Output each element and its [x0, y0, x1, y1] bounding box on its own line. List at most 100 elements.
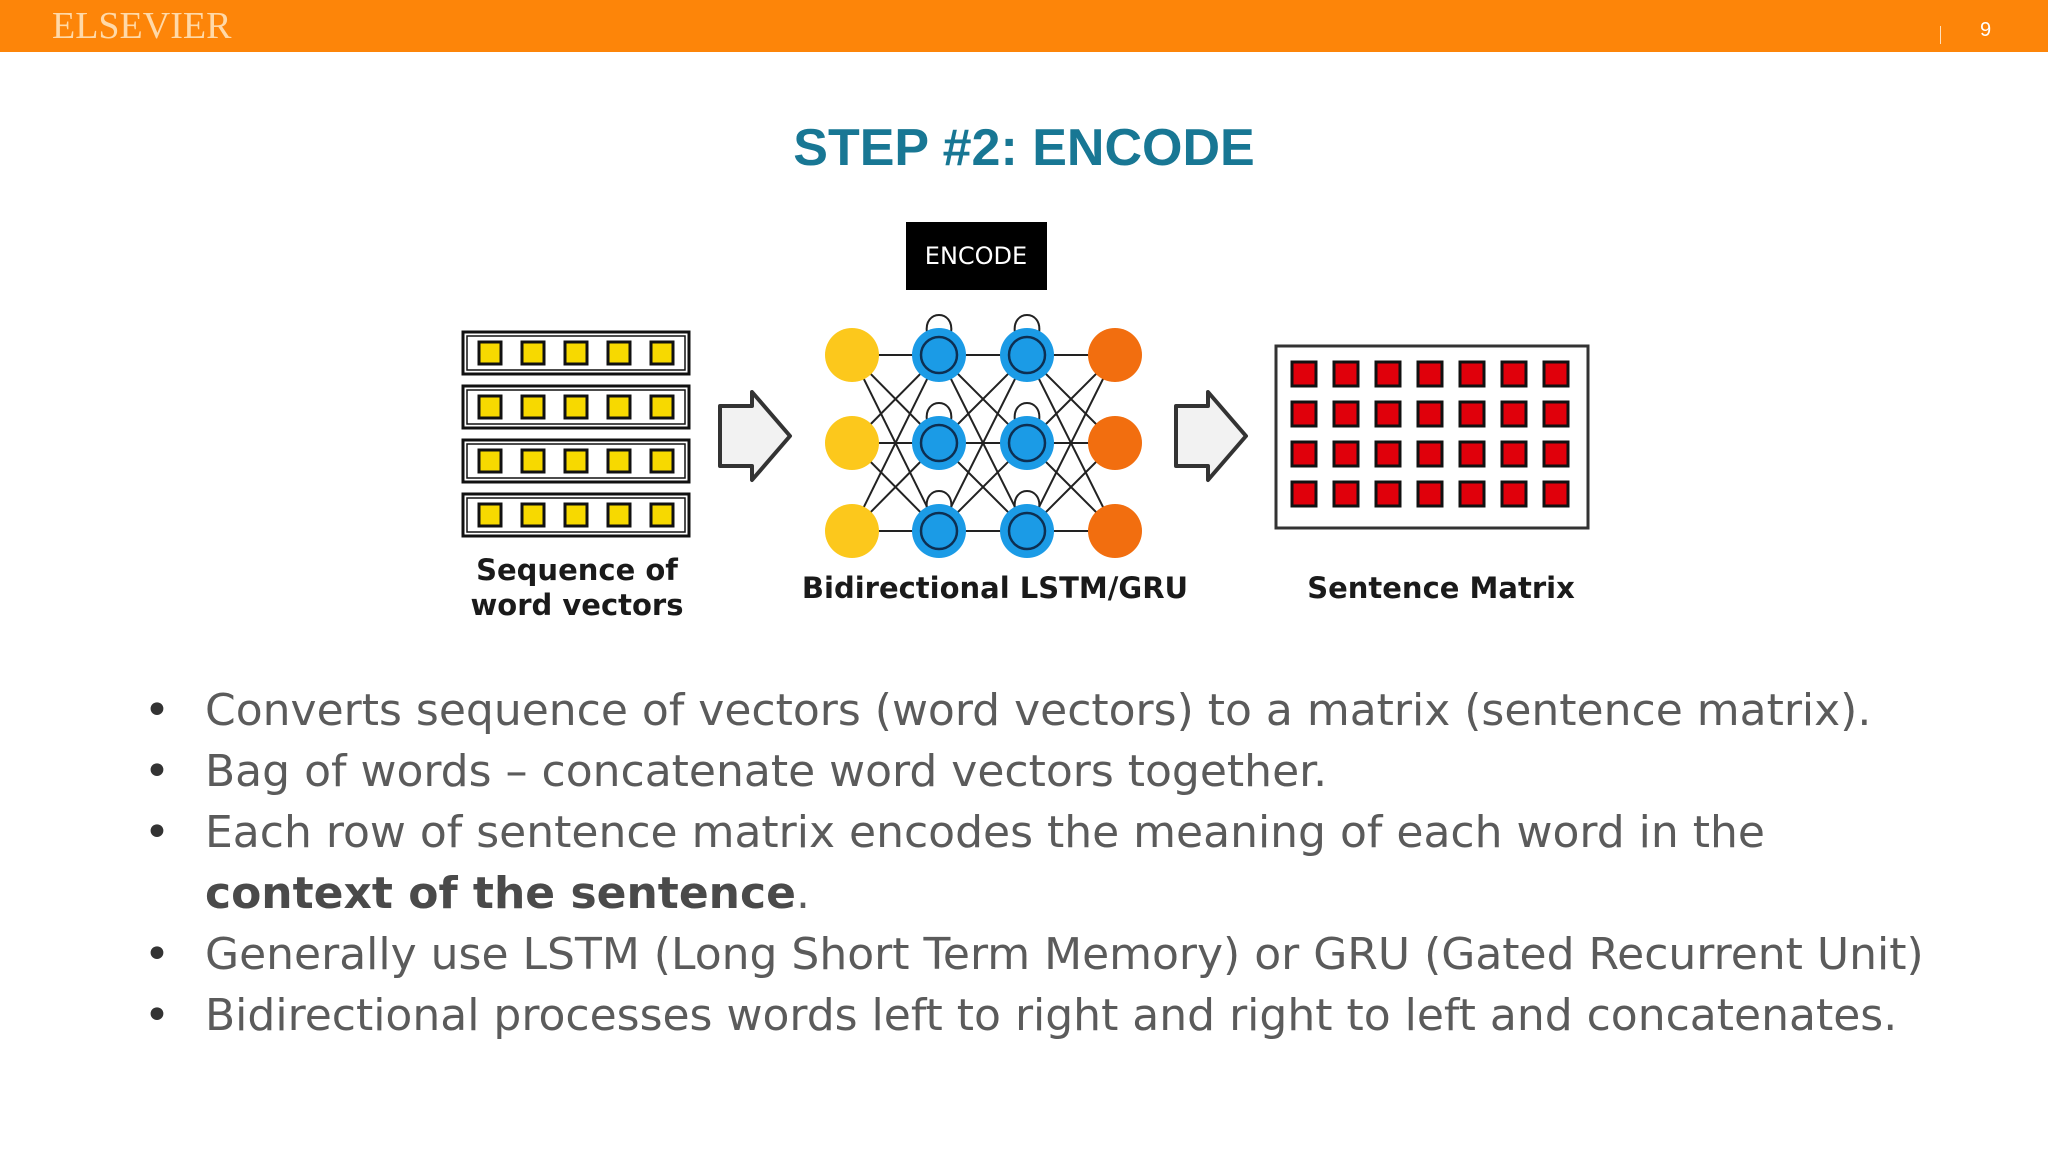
recurrent-loop: [1013, 490, 1041, 510]
input-node: [825, 504, 879, 558]
publisher-logo: ELSEVIER: [52, 5, 232, 47]
recurrent-loop: [1013, 314, 1041, 334]
bullet-text-end: .: [795, 868, 810, 919]
sentence-matrix-cell: [1500, 400, 1528, 428]
word-vector-cell: [606, 340, 632, 366]
bullet-text: Bidirectional processes words left to ri…: [205, 990, 1898, 1041]
hidden-node-ring: [1007, 511, 1047, 551]
sentence-matrix-cell: [1290, 400, 1318, 428]
bullet-item: • Bidirectional processes words left to …: [140, 985, 1960, 1046]
bullet-list: • Converts sequence of vectors (word vec…: [140, 680, 1960, 1046]
hidden-node-ring: [919, 423, 959, 463]
recurrent-loop: [925, 314, 953, 334]
word-vector-cell: [649, 448, 675, 474]
bullet-dot: •: [144, 807, 170, 858]
header-bar: ELSEVIER 9: [0, 0, 2048, 52]
bullet-dot: •: [144, 990, 170, 1041]
arrow-right-icon: [718, 390, 792, 482]
input-node: [825, 416, 879, 470]
sentence-matrix-cell: [1332, 360, 1360, 388]
network-connection: [851, 354, 940, 532]
bidirectional-network: [825, 314, 1142, 558]
sentence-matrix-cell: [1458, 480, 1486, 508]
recurrent-loop: [925, 402, 953, 422]
bullet-item: • Each row of sentence matrix encodes th…: [140, 802, 1960, 924]
word-vector-cell: [563, 448, 589, 474]
bullet-text: Converts sequence of vectors (word vecto…: [205, 685, 1872, 736]
sentence-matrix-cell: [1416, 360, 1444, 388]
word-vector-cell: [477, 502, 503, 528]
word-vector-cell: [477, 340, 503, 366]
sentence-matrix-cell: [1374, 360, 1402, 388]
sentence-matrix-cell: [1542, 440, 1570, 468]
sentence-matrix-cell: [1332, 480, 1360, 508]
bullet-item: • Converts sequence of vectors (word vec…: [140, 680, 1960, 741]
page-number: 9: [1980, 19, 1992, 41]
sentence-matrix-cell: [1374, 440, 1402, 468]
bullet-emphasis: context of the sentence: [205, 868, 796, 919]
word-vector-cell: [563, 394, 589, 420]
sentence-matrix-cell: [1416, 480, 1444, 508]
arrow-right-icon: [1174, 390, 1248, 482]
word-vector-cell: [520, 340, 546, 366]
sentence-matrix-cell: [1458, 400, 1486, 428]
bullet-dot: •: [144, 746, 170, 797]
word-vector-cell: [606, 502, 632, 528]
bullet-item: • Generally use LSTM (Long Short Term Me…: [140, 924, 1960, 985]
sentence-matrix-cell: [1500, 440, 1528, 468]
word-vector-cell: [520, 394, 546, 420]
recurrent-loop: [1013, 402, 1041, 422]
bullet-dot: •: [144, 685, 170, 736]
sentence-matrix-cell: [1500, 480, 1528, 508]
sentence-matrix-cell: [1374, 480, 1402, 508]
sentence-matrix-cell: [1458, 440, 1486, 468]
bullet-item: • Bag of words – concatenate word vector…: [140, 741, 1960, 802]
bullet-text: Bag of words – concatenate word vectors …: [205, 746, 1328, 797]
word-vector-cell: [606, 448, 632, 474]
sentence-matrix-cell: [1542, 400, 1570, 428]
hidden-node-ring: [1007, 335, 1047, 375]
bullet-dot: •: [144, 929, 170, 980]
sentence-matrix-cell: [1416, 440, 1444, 468]
sentence-matrix-cell: [1500, 360, 1528, 388]
sentence-matrix-cell: [1332, 400, 1360, 428]
output-node: [1088, 504, 1142, 558]
word-vector-cell: [477, 448, 503, 474]
sentence-matrix-cell: [1416, 400, 1444, 428]
stage-label-network: Bidirectional LSTM/GRU: [802, 571, 1188, 605]
word-vector-cell: [520, 448, 546, 474]
word-vector-cell: [563, 340, 589, 366]
hidden-node-ring: [919, 511, 959, 551]
hidden-node-ring: [1007, 423, 1047, 463]
word-vector-stack: [461, 330, 691, 538]
stage-label-word-vectors-line1: Sequence of: [476, 553, 678, 587]
sentence-matrix-cell: [1290, 440, 1318, 468]
stage-label-sentence-matrix: Sentence Matrix: [1307, 571, 1575, 605]
sentence-matrix-cell: [1332, 440, 1360, 468]
sentence-matrix-cell: [1290, 360, 1318, 388]
word-vector-cell: [649, 502, 675, 528]
word-vector-cell: [477, 394, 503, 420]
encode-box-label: ENCODE: [925, 242, 1027, 270]
bullet-text: Each row of sentence matrix encodes the …: [205, 807, 1765, 858]
word-vector-row-inner: [466, 497, 686, 533]
hidden-node-ring: [919, 335, 959, 375]
sentence-matrix-cell: [1290, 480, 1318, 508]
slide-title: STEP #2: ENCODE: [793, 119, 1255, 177]
sentence-matrix-cell: [1374, 400, 1402, 428]
network-connection: [1026, 354, 1116, 532]
recurrent-loop: [925, 490, 953, 510]
word-vector-row-inner: [466, 335, 686, 371]
bullet-text: Generally use LSTM (Long Short Term Memo…: [205, 929, 1924, 980]
sentence-matrix-cell: [1542, 360, 1570, 388]
word-vector-row-inner: [466, 389, 686, 425]
word-vector-cell: [606, 394, 632, 420]
output-node: [1088, 416, 1142, 470]
encode-box: ENCODE: [906, 222, 1047, 290]
encode-diagram: ENCODE Sequence of word vectors Bidirect…: [461, 222, 1590, 622]
input-node: [825, 328, 879, 382]
sentence-matrix-cell: [1458, 360, 1486, 388]
network-connection: [938, 354, 1028, 532]
page-separator: [1940, 26, 1941, 44]
word-vector-row-inner: [466, 443, 686, 479]
